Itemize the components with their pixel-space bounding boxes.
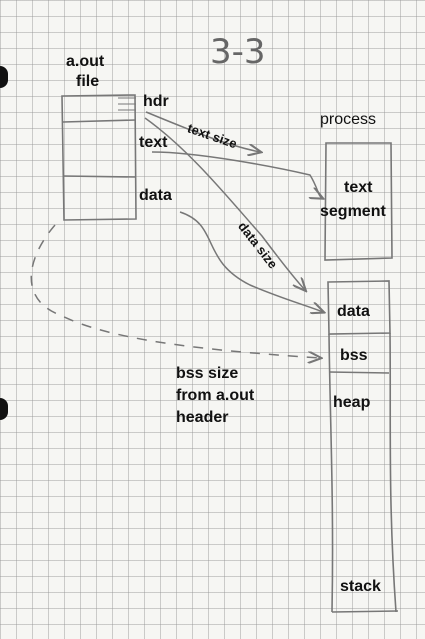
- process-title: process: [320, 111, 377, 128]
- binder-hole: [0, 66, 8, 88]
- bss-note-line2: from a.out: [176, 387, 255, 404]
- data-arrow: [179, 211, 323, 312]
- process-box: [324, 142, 399, 613]
- bss-divider: [328, 371, 390, 374]
- binder-hole: [0, 398, 8, 420]
- data-size-arrow: [144, 117, 305, 290]
- process-right-edge: [389, 332, 397, 613]
- bss-note-line1: bss size: [176, 365, 239, 382]
- aout-section-data: data: [139, 187, 172, 204]
- aout-section-hdr: hdr: [143, 93, 169, 110]
- aout-title-line1: a.out: [66, 53, 105, 70]
- aout-box-outline: [61, 94, 137, 221]
- process-left-edge: [328, 333, 334, 613]
- bss-note-line3: header: [176, 409, 229, 426]
- process-region-bss: bss: [340, 347, 368, 364]
- aout-hdr-divider: [62, 119, 137, 123]
- bss-arrow: [30, 224, 320, 358]
- text-size-arrow: [145, 111, 260, 152]
- page-number: 3-3: [210, 32, 266, 72]
- text-segment-label-line2: segment: [320, 203, 386, 220]
- process-region-stack: stack: [340, 578, 381, 595]
- aout-title-line2: file: [76, 73, 100, 90]
- process-region-data: data: [337, 303, 370, 320]
- text-arrow: [151, 151, 322, 198]
- aout-file-box: [61, 94, 137, 221]
- aout-text-divider: [62, 175, 137, 178]
- text-segment-label-line1: text: [344, 179, 373, 196]
- hdr-tick-marks: [118, 97, 136, 111]
- aout-section-text: text: [139, 134, 168, 151]
- process-region-heap: heap: [333, 394, 371, 411]
- stack-bottom-line: [331, 610, 399, 613]
- text-segment-box: [324, 142, 393, 261]
